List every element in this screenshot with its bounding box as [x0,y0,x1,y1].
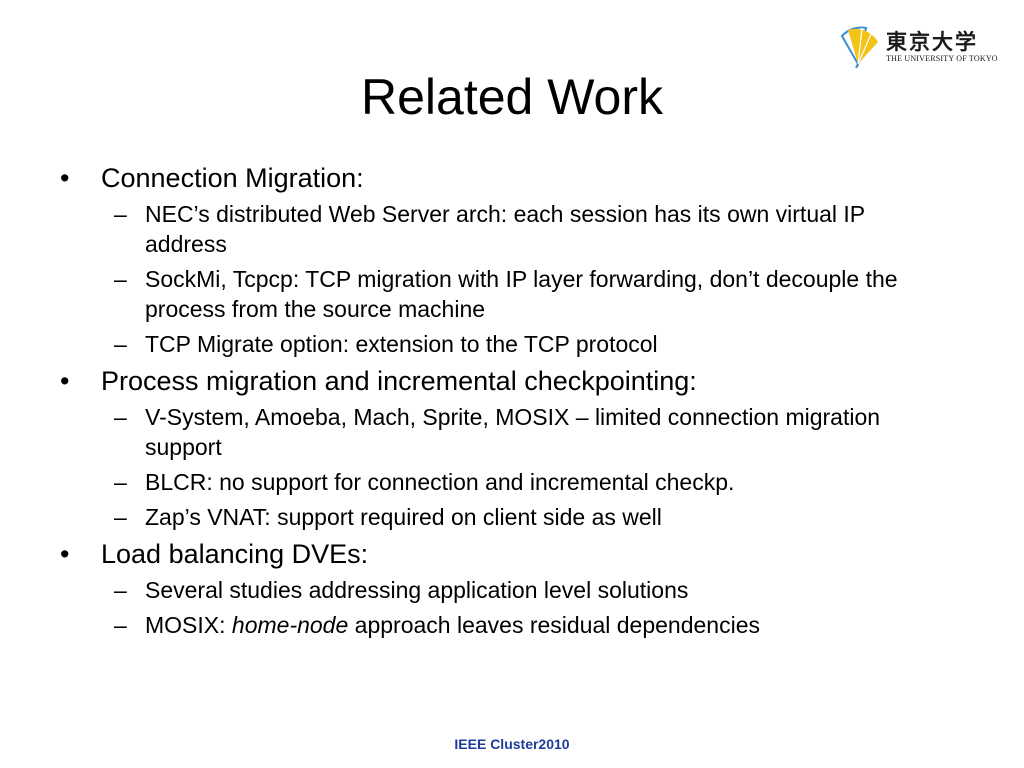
bullet-connection-migration: • Connection Migration: [0,162,1024,194]
logo-kanji: 東京大学 [886,29,978,54]
dash-marker: – [114,612,127,638]
sub-bullet-text: Several studies addressing application l… [145,577,689,603]
dash-marker: – [114,201,127,227]
dash-marker: – [114,266,127,292]
bullet-load-balancing: • Load balancing DVEs: [0,538,1024,570]
sub-bullet: – NEC’s distributed Web Server arch: eac… [0,199,1024,259]
bullet-text: Connection Migration: [101,163,364,193]
sub-bullet: – Zap’s VNAT: support required on client… [0,502,1024,532]
sub-bullet-emphasis: home-node [231,612,349,638]
footer-conference: IEEE Cluster2010 [454,736,570,752]
dash-marker: – [114,331,127,357]
sub-bullet-text: TCP Migrate option: extension to the TCP… [145,331,658,357]
bullet-text: Process migration and incremental checkp… [101,366,697,396]
slide-title: Related Work [361,69,663,125]
sub-bullet-text: V-System, Amoeba, Mach, Sprite, MOSIX – … [145,404,881,460]
sub-bullet: – BLCR: no support for connection and in… [0,467,1024,497]
sub-bullet-text: BLCR: no support for connection and incr… [145,469,735,495]
sub-bullet: – MOSIX: home-node approach leaves resid… [0,610,1024,640]
university-logo: 東京大学 THE UNIVERSITY OF TOKYO [836,24,1006,70]
dash-marker: – [114,404,127,430]
sub-bullet-text: NEC’s distributed Web Server arch: each … [145,201,865,257]
dash-marker: – [114,504,127,530]
sub-bullet: – Several studies addressing application… [0,575,1024,605]
bullet-marker: • [60,163,70,193]
bullet-list: • Connection Migration: – NEC’s distribu… [0,162,1024,640]
sub-bullet-text-suffix: approach leaves residual dependencies [348,612,760,638]
logo-english: THE UNIVERSITY OF TOKYO [886,54,998,63]
dash-marker: – [114,469,127,495]
sub-bullet: – TCP Migrate option: extension to the T… [0,329,1024,359]
dash-marker: – [114,577,127,603]
sub-bullet-text: SockMi, Tcpcp: TCP migration with IP lay… [145,266,898,322]
bullet-marker: • [60,539,70,569]
bullet-process-migration: • Process migration and incremental chec… [0,365,1024,397]
ginkgo-leaf-icon [840,26,878,69]
sub-bullet-text-prefix: MOSIX: [145,612,232,638]
bullet-marker: • [60,366,70,396]
sub-bullet: – SockMi, Tcpcp: TCP migration with IP l… [0,264,1024,324]
sub-bullet: – V-System, Amoeba, Mach, Sprite, MOSIX … [0,402,1024,462]
bullet-text: Load balancing DVEs: [101,539,369,569]
sub-bullet-text: Zap’s VNAT: support required on client s… [145,504,662,530]
